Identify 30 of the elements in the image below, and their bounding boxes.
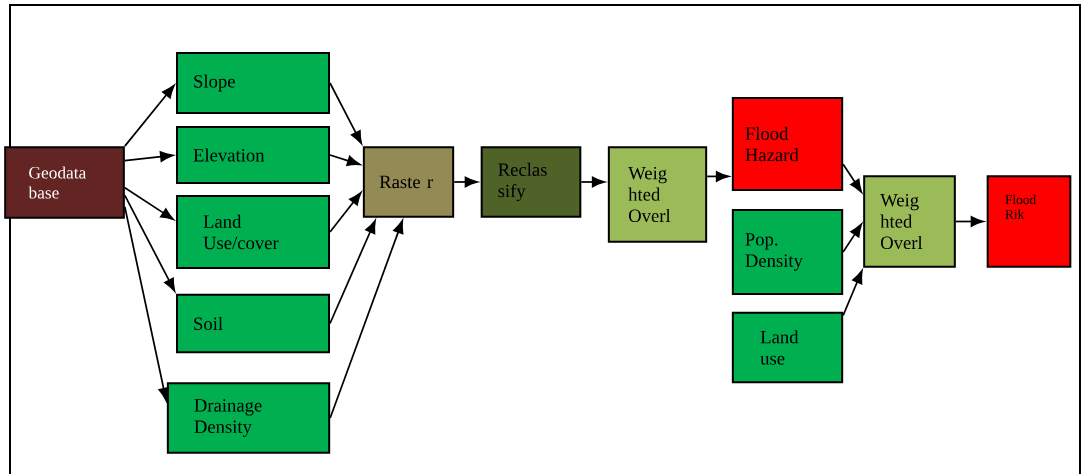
arrow bbox=[453, 176, 478, 188]
process-box: Weig hted Overl bbox=[607, 146, 708, 243]
process-box: Pop. Density bbox=[731, 209, 844, 295]
process-box: Geodata base bbox=[4, 146, 125, 219]
arrow bbox=[580, 176, 606, 188]
arrow bbox=[329, 192, 362, 233]
process-box: Land Use/cover bbox=[176, 195, 330, 269]
arrow bbox=[842, 223, 863, 253]
arrow bbox=[124, 194, 176, 292]
arrow bbox=[124, 151, 174, 162]
arrow bbox=[124, 84, 175, 148]
process-box: Slope bbox=[176, 52, 330, 114]
process-box: Soil bbox=[176, 293, 330, 354]
arrow bbox=[329, 154, 361, 166]
arrow bbox=[124, 206, 169, 401]
process-box: Drainage Density bbox=[166, 382, 331, 454]
process-box: Raste r bbox=[362, 146, 455, 218]
result-box: Flood Hazard bbox=[731, 97, 844, 191]
arrow bbox=[329, 82, 363, 145]
process-box: Land use bbox=[731, 311, 844, 384]
process-box: Elevation bbox=[176, 126, 330, 184]
arrow bbox=[329, 220, 404, 419]
process-box: Weig hted Overl bbox=[863, 175, 956, 268]
arrow bbox=[124, 186, 174, 221]
arrow bbox=[842, 163, 863, 193]
result-box: Flood Rik bbox=[986, 175, 1072, 268]
arrow bbox=[842, 270, 863, 317]
process-box: Reclas sify bbox=[480, 146, 582, 218]
arrow bbox=[329, 220, 376, 325]
arrow bbox=[706, 171, 730, 182]
